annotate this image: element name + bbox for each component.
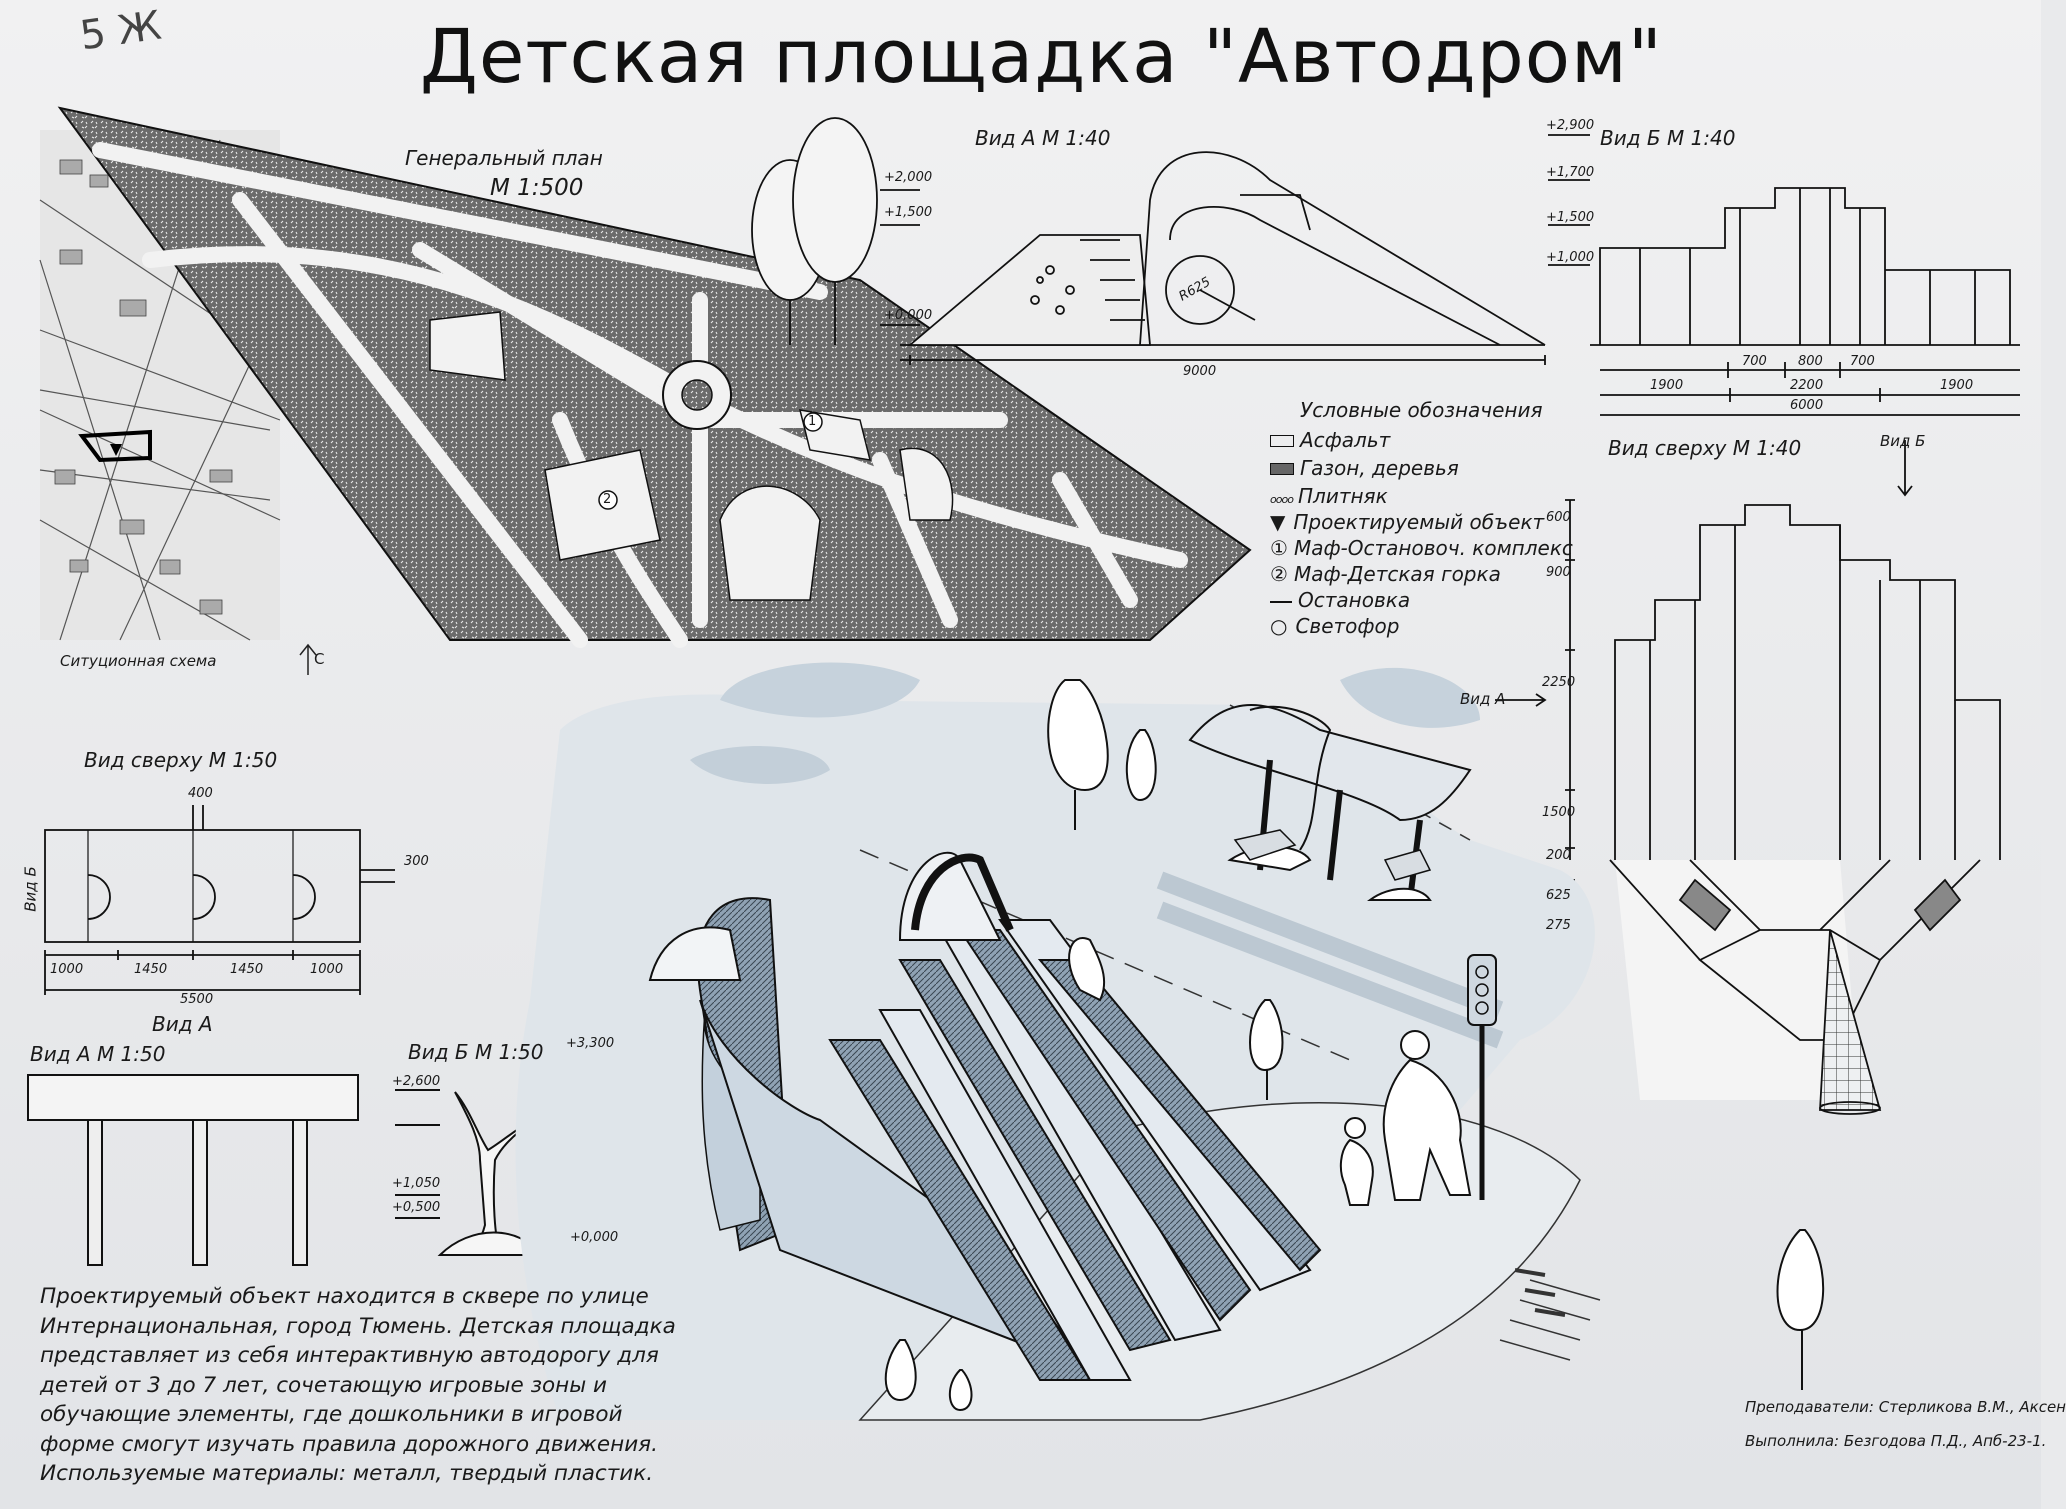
top-view-vdim-6: 625 bbox=[1546, 888, 1571, 903]
view-b-dim-6: 1900 bbox=[1940, 378, 1974, 393]
north-arrow-icon bbox=[299, 643, 317, 675]
top-view-50-dim-4: 1450 bbox=[134, 962, 168, 977]
top-view-50-dim-5: 1450 bbox=[230, 962, 264, 977]
legend-item-bus-stop: Остановка bbox=[1270, 588, 1410, 612]
view-b-50-level-4: +0,500 bbox=[392, 1200, 441, 1215]
view-b-level-3: +1,500 bbox=[1546, 210, 1595, 225]
view-b-50-level-3: +1,050 bbox=[392, 1176, 441, 1191]
top-view-plan-40 bbox=[1495, 440, 2001, 1115]
view-b-elevation bbox=[1548, 134, 2020, 416]
circle-1-icon: ① bbox=[1270, 536, 1288, 560]
north-label: С bbox=[314, 650, 325, 668]
credits-teachers: Преподаватели: Стерликова В.М., Аксен bbox=[1745, 1398, 2066, 1416]
view-a-level-3: +0,000 bbox=[884, 308, 933, 323]
top-view-vdim-5: 200 bbox=[1546, 848, 1571, 863]
top-view-vdim-3: 2250 bbox=[1542, 675, 1576, 690]
view-b-dim-3: 700 bbox=[1850, 354, 1875, 369]
asphalt-swatch-icon bbox=[1270, 435, 1294, 447]
view-a-level-1: +2,000 bbox=[884, 170, 933, 185]
view-a-elevation bbox=[751, 117, 1546, 365]
top-view-50-dim-2: 300 bbox=[404, 854, 429, 869]
view-b-dim-5: 2200 bbox=[1790, 378, 1824, 393]
legend-item-traffic-light: ○ Светофор bbox=[1270, 614, 1399, 638]
view-b-50-level-5: +0,000 bbox=[570, 1230, 619, 1245]
legend-item-tile: oooo Плитняк bbox=[1270, 484, 1388, 508]
triangle-marker-icon: ▼ bbox=[1270, 510, 1286, 534]
top-view-vdim-4: 1500 bbox=[1542, 805, 1576, 820]
legend-text: Газон, деревья bbox=[1300, 456, 1459, 480]
top-view-plan-50 bbox=[44, 805, 395, 995]
master-plan-title: Генеральный план bbox=[405, 146, 603, 170]
view-a-50 bbox=[27, 1074, 359, 1266]
lawn-swatch-icon bbox=[1270, 463, 1294, 475]
top-view-50-dim-7: 5500 bbox=[180, 992, 214, 1007]
small-circle-icon: ○ bbox=[1270, 614, 1288, 638]
view-b-50-label: Вид Б М 1:50 bbox=[408, 1040, 544, 1064]
top-view-50-dim-3: 1000 bbox=[50, 962, 84, 977]
view-b-arrow-label: Вид Б bbox=[1880, 432, 1926, 450]
view-b-dim-2: 800 bbox=[1798, 354, 1823, 369]
project-location-marker bbox=[110, 444, 122, 456]
description-text: Проектируемый объект находится в сквере … bbox=[40, 1284, 676, 1486]
top-view-vdim-2: 900 bbox=[1546, 565, 1571, 580]
legend-text: Асфальт bbox=[1300, 428, 1391, 452]
legend-item-lawn: Газон, деревья bbox=[1270, 456, 1459, 480]
top-view-50-dim-1: 400 bbox=[188, 786, 213, 801]
legend-text: Светофор bbox=[1295, 614, 1400, 638]
view-b-label: Вид Б М 1:40 bbox=[1600, 126, 1736, 150]
legend-text: Маф-Детская горка bbox=[1293, 562, 1501, 586]
bus-stop-line-icon bbox=[1270, 600, 1292, 603]
view-b-dim-1: 700 bbox=[1742, 354, 1767, 369]
legend-text: Плитняк bbox=[1298, 484, 1388, 508]
page-title: Детская площадка "Автодром" bbox=[420, 14, 1663, 100]
situation-scheme-label: Ситуционная схема bbox=[60, 652, 217, 670]
view-b-level-2: +1,700 bbox=[1546, 165, 1595, 180]
circle-2-icon: ② bbox=[1270, 562, 1288, 586]
master-plan-scale: М 1:500 bbox=[490, 175, 584, 201]
legend-item-asphalt: Асфальт bbox=[1270, 428, 1390, 452]
top-view-vdim-1: 600 bbox=[1546, 510, 1571, 525]
view-b-level-1: +2,900 bbox=[1546, 118, 1595, 133]
top-view-50-dim-6: 1000 bbox=[310, 962, 344, 977]
legend-text: Проектируемый объект bbox=[1293, 510, 1545, 534]
view-a-arrow-label: Вид А bbox=[1460, 690, 1506, 708]
master-plan bbox=[57, 106, 1252, 648]
top-view-50-bottom-label: Вид А bbox=[152, 1012, 213, 1036]
view-b-level-4: +1,000 bbox=[1546, 250, 1595, 265]
view-a-50-label: Вид А М 1:50 bbox=[30, 1042, 166, 1066]
legend-text: Остановка bbox=[1298, 588, 1411, 612]
plan-marker-2: 2 bbox=[603, 492, 612, 507]
top-view-50-side-label: Вид Б bbox=[21, 866, 40, 912]
view-b-50-level-1: +3,300 bbox=[566, 1036, 615, 1051]
top-view-50-label: Вид сверху М 1:50 bbox=[84, 748, 278, 772]
legend-text: Маф-Остановоч. комплекс bbox=[1293, 536, 1573, 560]
top-view-vdim-7: 275 bbox=[1546, 918, 1571, 933]
view-b-dim-4: 1900 bbox=[1650, 378, 1684, 393]
view-a-label: Вид А М 1:40 bbox=[975, 126, 1111, 150]
top-view-40-label: Вид сверху М 1:40 bbox=[1608, 436, 1802, 460]
view-a-level-2: +1,500 bbox=[884, 205, 933, 220]
legend-title: Условные обозначения bbox=[1300, 398, 1543, 422]
plan-marker-1: 1 bbox=[808, 414, 817, 429]
view-b-dim-7: 6000 bbox=[1790, 398, 1824, 413]
legend-item-project: ▼ Проектируемый объект bbox=[1270, 510, 1544, 534]
view-a-dim: 9000 bbox=[1183, 364, 1217, 379]
view-b-50-level-2: +2,600 bbox=[392, 1074, 441, 1089]
credits-author: Выполнила: Безгодова П.Д., Апб-23-1. bbox=[1745, 1432, 2047, 1450]
view-b-50 bbox=[395, 1089, 600, 1258]
tile-swatch-icon: oooo bbox=[1270, 493, 1294, 506]
isometric-scene bbox=[515, 662, 1825, 1421]
